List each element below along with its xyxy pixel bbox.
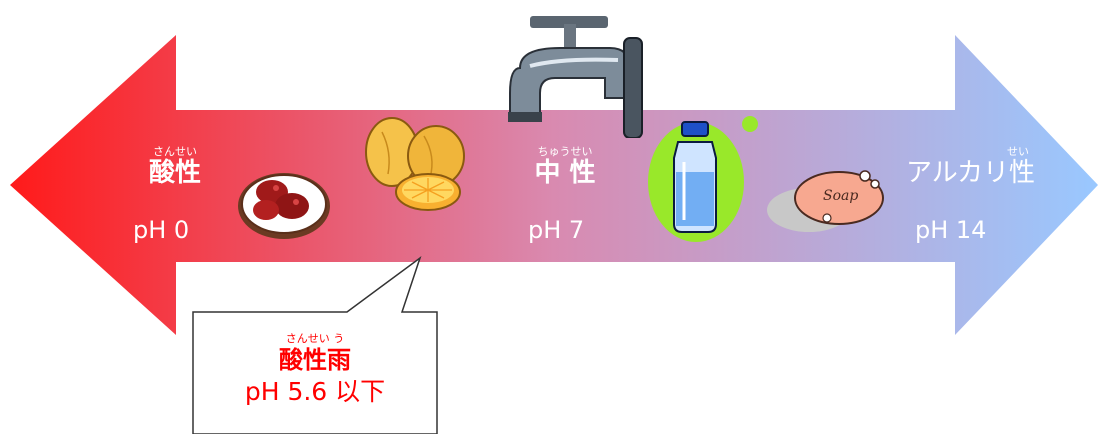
- alkaline-label: せい アルカリ性: [885, 145, 1035, 189]
- soap-icon: Soap: [767, 170, 884, 232]
- acid-rain-callout-bubble: [192, 255, 438, 434]
- alkaline-ph-value: pH 14: [915, 216, 987, 244]
- water-bottle-icon: [648, 116, 758, 242]
- acid-rain-ruby: さんせい う: [285, 332, 345, 345]
- neutral-ruby: ちゅうせい: [537, 145, 593, 158]
- acid-label: さんせい 酸性: [140, 145, 210, 189]
- double-arrow-shape: [10, 35, 1098, 335]
- neutral-title: 中 性: [534, 158, 596, 188]
- acid-rain-ph: pH 5.6 以下: [244, 377, 386, 406]
- neutral-label: ちゅうせい 中 性: [520, 145, 610, 189]
- faucet-icon: [508, 16, 643, 138]
- acid-title: 酸性: [148, 158, 201, 188]
- alkaline-title: アルカリ性: [906, 158, 1035, 188]
- umeboshi-icon: [238, 173, 330, 239]
- neutral-ph-value: pH 7: [528, 216, 585, 244]
- acid-ruby: さんせい: [153, 145, 197, 158]
- lemon-icon: [365, 117, 465, 211]
- alkaline-ruby: せい: [1007, 145, 1029, 158]
- acid-ph-value: pH 0: [133, 216, 190, 244]
- acid-rain-title: 酸性雨: [279, 346, 351, 374]
- svg-text:Soap: Soap: [823, 188, 858, 204]
- acid-rain-label: さんせい う 酸性雨 pH 5.6 以下: [215, 333, 415, 409]
